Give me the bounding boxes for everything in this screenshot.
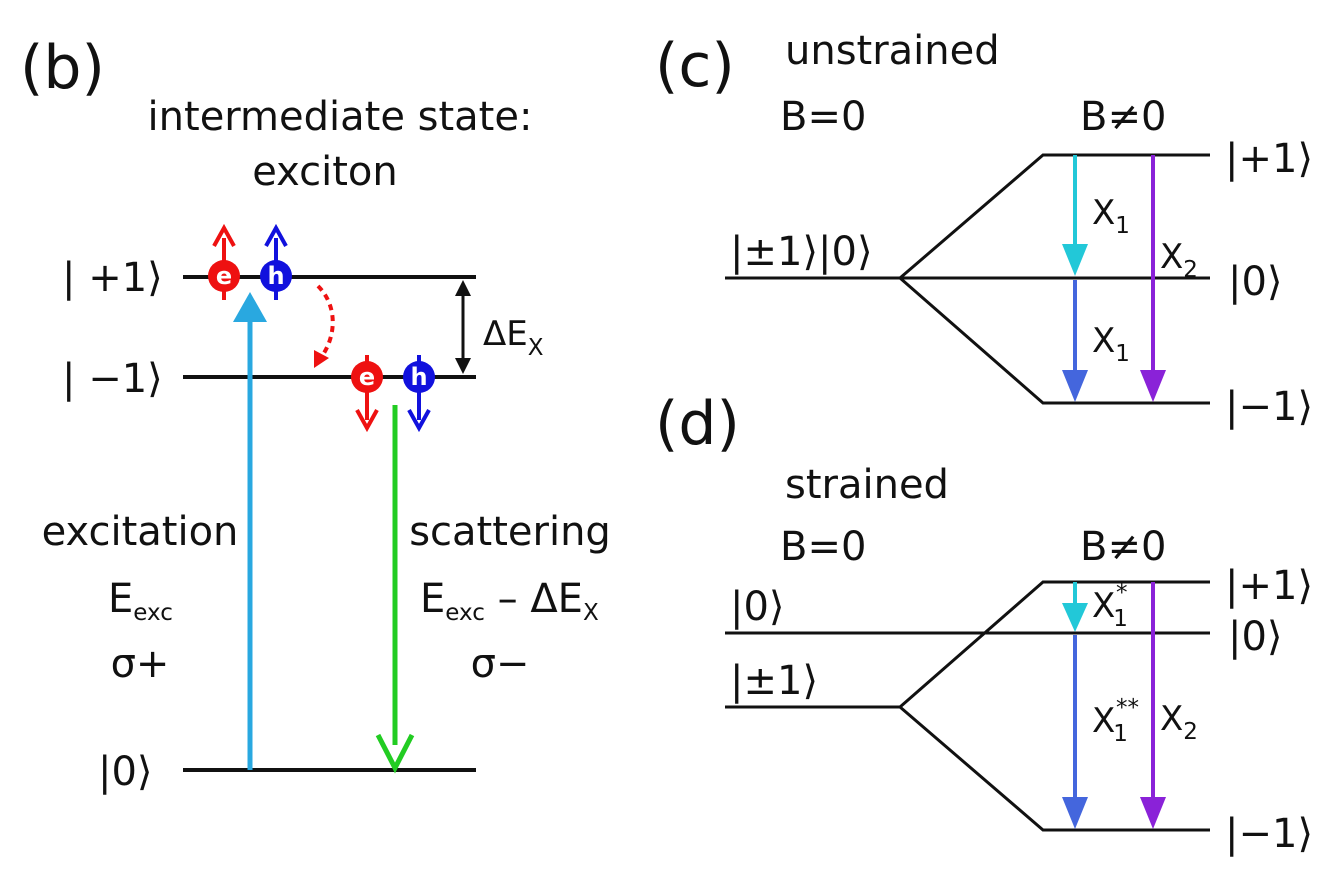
d-x1-star-label: X1* (1092, 580, 1128, 632)
panel-d-b-nonzero: B≠0 (1080, 524, 1166, 570)
electron-lower: e (351, 355, 383, 433)
scattering-arrow (375, 405, 415, 774)
electron-upper-label: e (216, 262, 232, 290)
d-x1-dstar-arrow (1062, 635, 1088, 829)
delta-ex-bracket (455, 280, 471, 374)
hole-lower-label: h (410, 363, 427, 391)
c-x1-lower-arrow (1062, 280, 1088, 402)
excitation-arrow (233, 292, 267, 770)
c-level-minus1 (899, 276, 1210, 405)
d-state-plus1: |+1⟩ (1225, 563, 1313, 609)
d-x1-star-arrow (1062, 582, 1088, 632)
c-state-minus1: |−1⟩ (1225, 384, 1313, 430)
d-x2-arrow (1140, 582, 1166, 829)
scattering-energy: Eexc – ΔEX (420, 576, 599, 626)
state-ground-label: |0⟩ (98, 749, 153, 795)
hole-upper-label: h (267, 262, 284, 290)
state-minus1-label: | −1⟩ (62, 356, 163, 402)
panel-d-label: (d) (655, 389, 740, 459)
scattering-polarization: σ− (471, 641, 530, 687)
excitation-label: excitation (42, 509, 239, 555)
hole-upper: h (260, 223, 292, 300)
panel-d-condition: strained (785, 462, 949, 508)
excitation-polarization: σ+ (111, 641, 170, 687)
excitation-energy: Eexc (108, 576, 173, 626)
panel-c-condition: unstrained (785, 28, 1000, 74)
panel-c-b-nonzero: B≠0 (1080, 94, 1166, 140)
panel-c-b-zero: B=0 (780, 94, 866, 140)
electron-lower-label: e (359, 363, 375, 391)
d-level-minus1 (899, 705, 1210, 832)
scattering-label: scattering (409, 509, 611, 555)
d-level-plus1 (899, 580, 1210, 709)
c-x1-upper-arrow (1062, 155, 1088, 276)
d-state-0: |0⟩ (1228, 614, 1283, 660)
d-x2-label: X2 (1160, 699, 1198, 745)
panel-c: (c) unstrained B=0 B≠0 |±1⟩|0⟩ |+1⟩ |0⟩ … (655, 28, 1313, 430)
d-x1-dstar-label: X1** (1092, 695, 1139, 747)
c-state-pm1-0: |±1⟩|0⟩ (730, 229, 873, 275)
panel-d-b-zero: B=0 (780, 524, 866, 570)
electron-upper: e (208, 223, 240, 300)
c-x2-label: X2 (1160, 237, 1198, 283)
hole-lower: h (403, 355, 435, 433)
d-state-pm1-left: |±1⟩ (730, 658, 818, 704)
d-state-0-left: |0⟩ (730, 584, 785, 630)
spin-flip-arrow (314, 284, 335, 368)
c-x1-lower-label: X1 (1092, 321, 1130, 367)
c-x1-upper-label: X1 (1092, 193, 1130, 239)
panel-d: (d) strained B=0 B≠0 |0⟩ |±1⟩ |+1⟩ |0⟩ |… (655, 389, 1313, 857)
panel-b-title-line1: intermediate state: (148, 94, 533, 140)
panel-b-title-line2: exciton (252, 149, 398, 195)
c-state-0: |0⟩ (1228, 259, 1283, 305)
c-x2-arrow (1140, 155, 1166, 402)
c-state-plus1: |+1⟩ (1225, 136, 1313, 182)
panel-c-label: (c) (655, 31, 735, 101)
delta-ex-label: ΔEX (483, 314, 544, 361)
panel-b-label: (b) (20, 33, 105, 103)
panel-b: (b) intermediate state: exciton | +1⟩ | … (20, 33, 611, 795)
state-plus1-label: | +1⟩ (62, 255, 163, 301)
d-state-minus1: |−1⟩ (1225, 811, 1313, 857)
